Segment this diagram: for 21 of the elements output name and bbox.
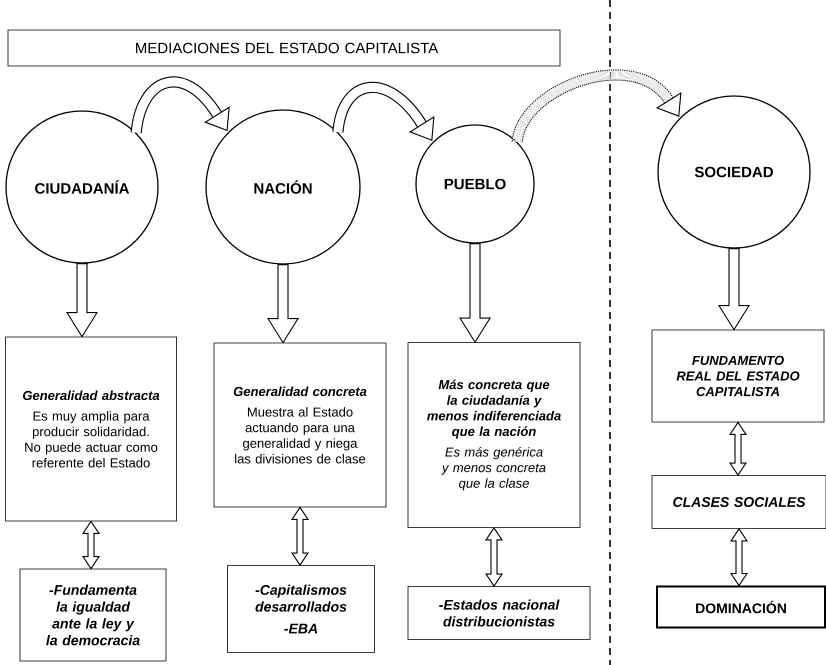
text-box: Más concreta que la ciudadanía y menos indiferenciada que la nación Es más genérica y menos concreta que la clase	[408, 342, 580, 528]
circle-node: PUEBLO	[415, 124, 535, 244]
curved-arrow	[512, 69, 682, 144]
text-box: -Capitalismos desarrollados -EBA	[227, 565, 375, 653]
text-box: -Fundamenta la igualdad ante la ley y la democracia	[20, 568, 166, 662]
title-box: MEDIACIONES DEL ESTADO CAPITALISTA	[8, 30, 560, 66]
hollow-arrow	[267, 264, 299, 344]
hollow-arrow	[459, 243, 491, 344]
circle-node: NACIÓN	[205, 109, 361, 265]
curved-arrow	[332, 82, 434, 141]
circle-node: SOCIEDAD	[657, 95, 811, 249]
hollow-arrow	[66, 263, 98, 338]
curved-arrow	[130, 76, 230, 134]
circle-node: CIUDADANÍA	[5, 110, 159, 264]
text-box: Generalidad abstracta Es muy amplia para producir solidaridad. No puede actuar como referente del Estado	[5, 336, 177, 522]
text-box: CLASES SOCIALES	[652, 475, 826, 529]
text-box: DOMINACIÓN	[656, 586, 826, 628]
hollow-arrow	[718, 248, 750, 331]
text-box: -Estados nacional distribucionistas	[408, 586, 590, 640]
text-box: FUNDAMENTO REAL DEL ESTADO CAPITALISTA	[652, 330, 824, 422]
text-box: Generalidad concreta Muestra al Estado actuando para una generalidad y niega las divisiones de clase	[214, 342, 386, 508]
